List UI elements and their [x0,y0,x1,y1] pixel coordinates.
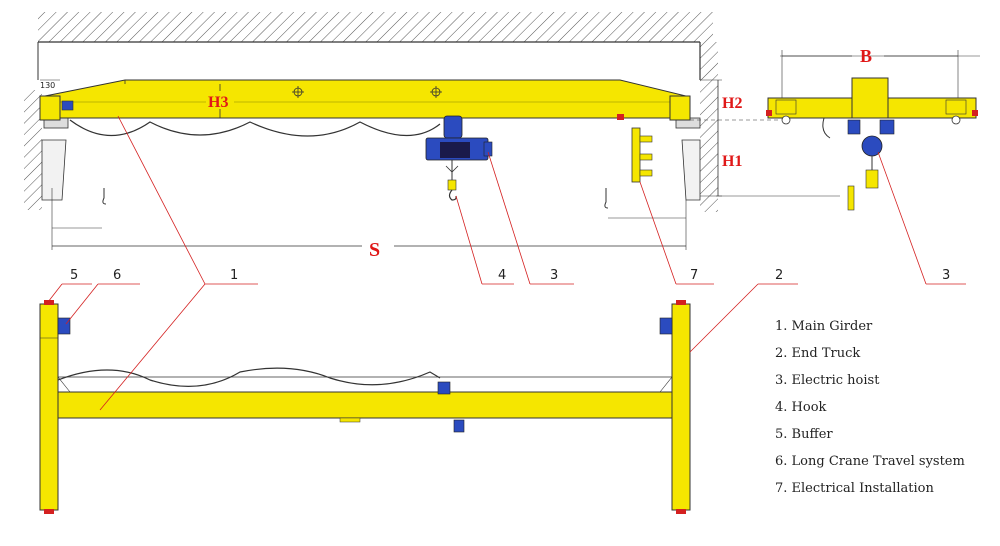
end-truck-right [671,303,691,511]
right-wall-hatch [700,42,718,212]
left-column [41,139,67,201]
bolt-icon [430,86,442,98]
hook-side-icon [847,156,879,211]
electric-hoist-side [822,117,895,157]
legend-item-main-girder: 1. Main Girder [775,319,873,334]
dimension-h2: H2 [722,95,742,112]
dimension-h3: H3 [208,94,228,111]
legend-item-buffer: 5. Buffer [775,427,833,442]
buffer-icon [44,300,54,305]
left-wall-hatch [24,90,42,210]
dimension-h1: H1 [722,153,742,170]
dimension-s: S [369,239,380,261]
callout-3-side: 3 [942,268,950,283]
right-column [681,139,701,201]
legend-item-long-crane-travel: 6. Long Crane Travel system [775,454,965,469]
electrical-installation-front [631,127,653,183]
bolt-icon [292,86,304,98]
legend-item-electric-hoist: 3. Electric hoist [775,373,880,388]
main-girder-plan [57,391,673,419]
dimension-130: 130 [40,81,55,90]
main-girder-front [39,79,691,119]
legend-item-electrical-installation: 7. Electrical Installation [775,481,934,496]
callout-3-front: 3 [550,268,558,283]
legend-item-end-truck: 2. End Truck [775,346,861,361]
callout-leaders [47,115,966,411]
legend-item-hook: 4. Hook [775,400,827,415]
festoon-cable-plan [57,367,441,387]
ceiling-hatch [38,12,713,42]
hook-icon [445,160,459,201]
buffer-marker [617,114,624,120]
callout-4: 4 [498,268,506,283]
callout-2: 2 [775,268,783,283]
dimension-b: B [860,46,872,66]
main-girder-section [851,77,889,119]
end-truck-left [39,303,59,511]
electric-hoist-front [425,115,493,161]
side-elevation: B [716,46,980,211]
festoon-cable [69,119,441,137]
callout-6: 6 [113,268,121,283]
motor-box-icon [61,100,74,111]
callout-1: 1 [230,268,238,283]
callout-7: 7 [690,268,698,283]
plan-view [39,300,691,514]
parts-legend: 1. Main Girder 2. End Truck 3. Electric … [775,318,965,507]
travel-motor-icon [57,317,71,335]
front-elevation: H3 H2 H1 S 130 [24,12,780,261]
callout-5: 5 [70,268,78,283]
